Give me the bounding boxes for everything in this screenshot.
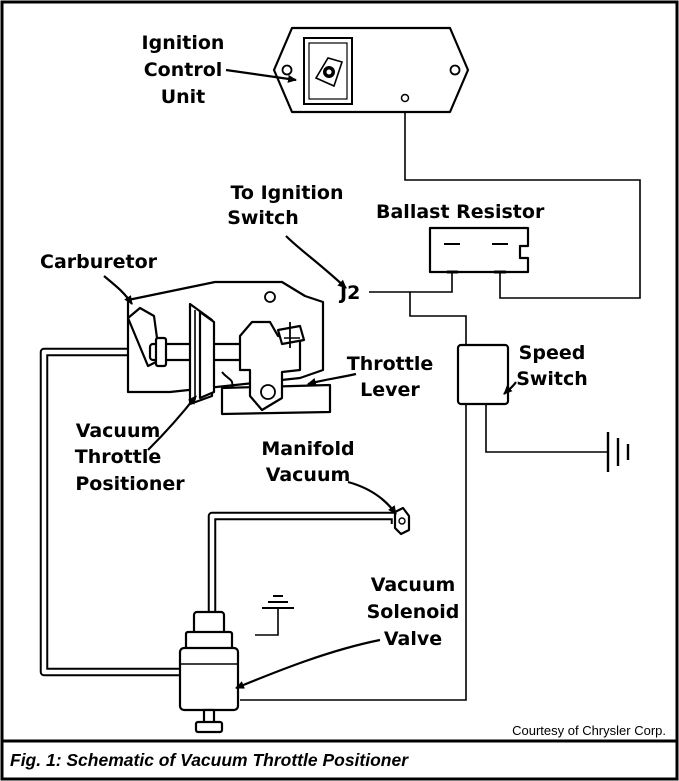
label-speed-switch: Speed Switch xyxy=(516,342,588,390)
label-throttle-lever: Throttle Lever xyxy=(347,353,433,401)
svg-text:To Ignition: To Ignition xyxy=(231,182,344,204)
svg-text:Switch: Switch xyxy=(516,368,588,390)
ballast-resistor xyxy=(428,226,530,274)
label-carburetor: Carburetor xyxy=(40,251,158,273)
svg-text:Ignition: Ignition xyxy=(142,32,225,54)
svg-text:Lever: Lever xyxy=(360,379,420,401)
label-j2: J2 xyxy=(338,282,360,304)
svg-text:Manifold: Manifold xyxy=(261,438,354,460)
svg-text:Switch: Switch xyxy=(227,207,299,229)
ground-symbol-solenoid xyxy=(262,595,294,609)
wiring xyxy=(240,100,641,701)
vacuum-solenoid-valve xyxy=(178,610,240,734)
ground-symbol-speed-switch xyxy=(606,432,630,472)
label-ballast-resistor: Ballast Resistor xyxy=(376,201,545,223)
label-to-ignition-switch: To Ignition Switch xyxy=(227,182,343,229)
svg-text:Valve: Valve xyxy=(384,628,442,650)
svg-text:Speed: Speed xyxy=(519,342,586,364)
svg-text:Vacuum: Vacuum xyxy=(371,574,456,596)
carburetor xyxy=(126,280,332,416)
figure-caption: Fig. 1: Schematic of Vacuum Throttle Pos… xyxy=(10,750,409,770)
label-ignition-control-unit: Ignition Control Unit xyxy=(142,32,225,108)
svg-text:Throttle: Throttle xyxy=(75,446,161,468)
label-vacuum-throttle-positioner: Vacuum Throttle Positioner xyxy=(75,420,185,495)
svg-text:Vacuum: Vacuum xyxy=(76,420,161,442)
svg-text:Unit: Unit xyxy=(161,86,206,108)
svg-text:Solenoid: Solenoid xyxy=(367,601,460,623)
ignition-control-unit xyxy=(272,26,470,114)
svg-text:Positioner: Positioner xyxy=(75,473,185,495)
svg-text:Control: Control xyxy=(144,59,223,81)
svg-text:Vacuum: Vacuum xyxy=(266,464,351,486)
speed-switch xyxy=(456,343,510,406)
leader-arrows xyxy=(103,68,517,690)
manifold-vacuum-fitting xyxy=(393,506,411,536)
svg-text:Throttle: Throttle xyxy=(347,353,433,375)
credit-line: Courtesy of Chrysler Corp. xyxy=(512,723,666,738)
label-vacuum-solenoid-valve: Vacuum Solenoid Valve xyxy=(367,574,460,650)
label-manifold-vacuum: Manifold Vacuum xyxy=(261,438,354,486)
